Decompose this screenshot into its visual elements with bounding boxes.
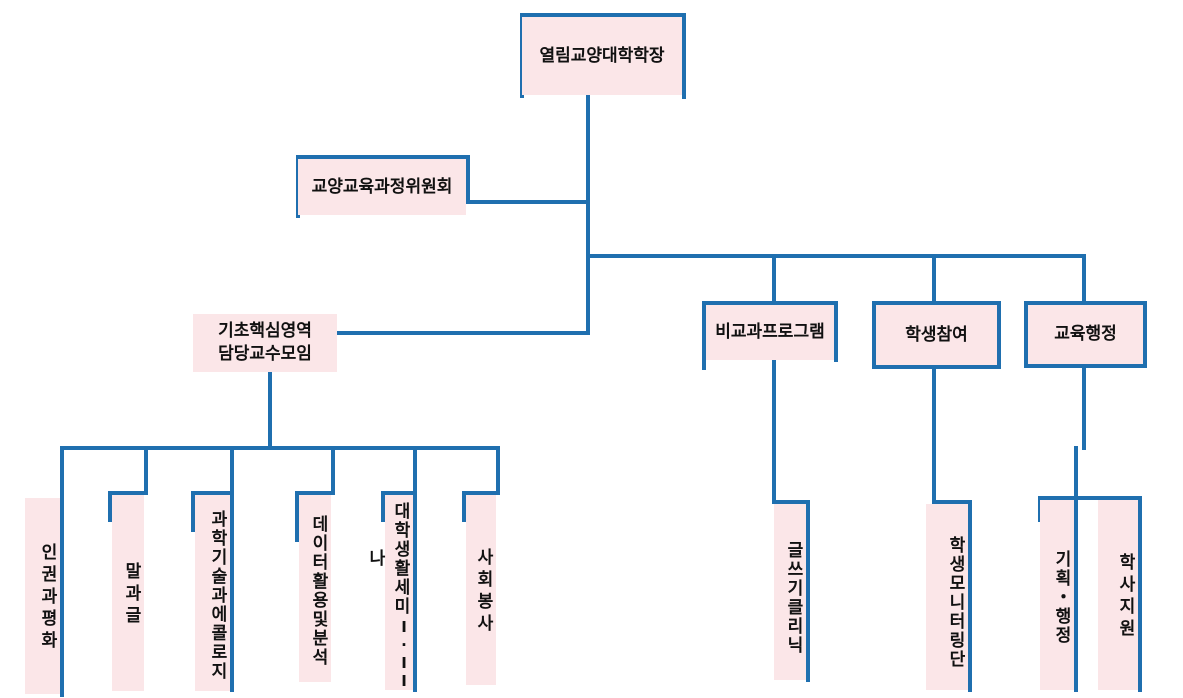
seminar-suffix: I·II [395, 618, 413, 690]
core-area-human-rights: 인권과평화 [25, 498, 60, 694]
writing-clinic-box: 글쓰기클리닉 [774, 504, 806, 680]
faculty-group-box: 기초핵심영역 담당교수모임 [193, 314, 337, 372]
admin-academic-support-box: 학사지원 [1098, 500, 1138, 690]
core-area-speech-writing: 말과글 [112, 495, 144, 691]
core-area-data-analysis: 데이터활용및분석 [299, 495, 331, 682]
core-area-science-ecology: 과학기술과에콜로지 [195, 495, 230, 691]
dept-student-participation-box: 학생참여 [876, 305, 997, 365]
dept-extracurricular-box: 비교과프로그램 [706, 305, 834, 360]
core-area-college-seminar: 대학생활세미나 I·II [365, 495, 413, 690]
seminar-title: 대학생활세미나 [365, 501, 410, 616]
president-box: 열림교양대학학장 [522, 17, 682, 95]
faculty-group-line1: 기초핵심영역 [218, 321, 312, 342]
committee-box: 교양교육과정위원회 [298, 159, 466, 215]
faculty-group-line2: 담당교수모임 [218, 344, 312, 364]
admin-planning-box: 기획・행정 [1040, 500, 1074, 690]
dept-education-admin-box: 교육행정 [1028, 305, 1143, 364]
student-monitoring-box: 학생모니터링단 [926, 504, 968, 690]
core-area-social-service: 사회봉사 [466, 495, 496, 685]
